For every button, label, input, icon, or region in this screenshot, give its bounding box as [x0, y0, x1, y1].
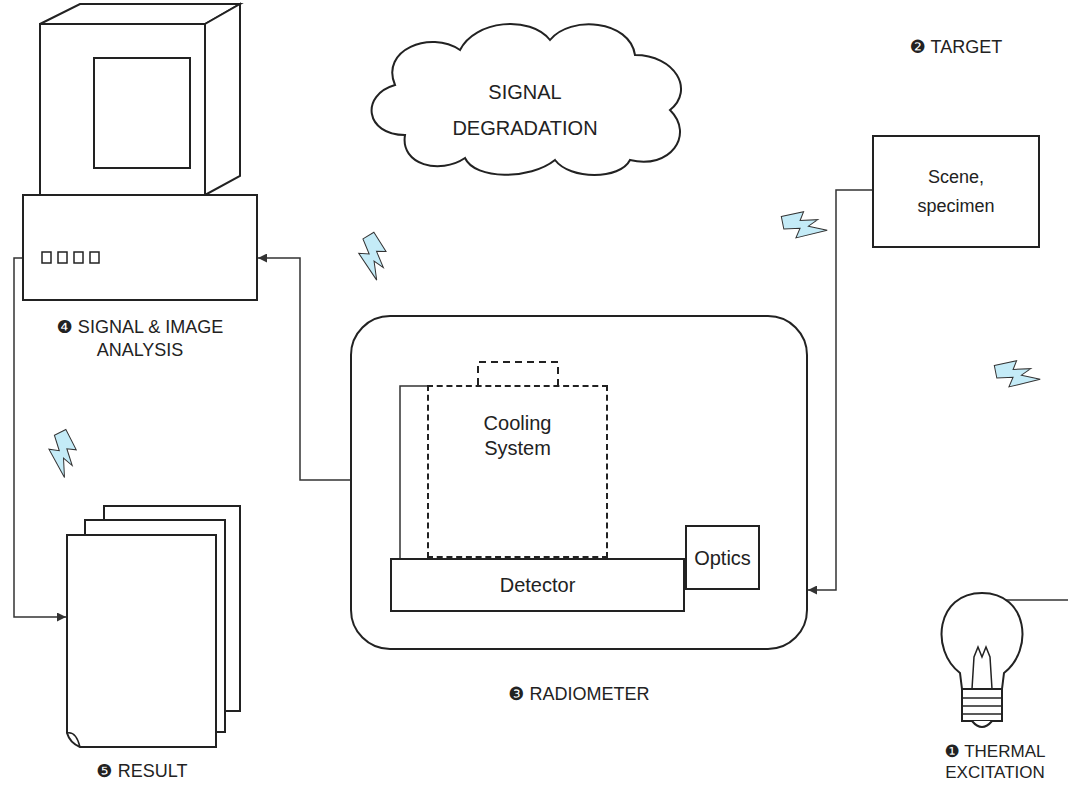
box-label: Scene, specimen: [902, 163, 1010, 221]
lightning-bolt: [351, 230, 393, 281]
section-heading: ❸ RADIOMETER: [350, 683, 808, 705]
computer-base: [23, 195, 257, 300]
box-label: Detector: [500, 573, 576, 597]
bolt-shape: [989, 349, 1041, 399]
lamp-wire: [1006, 599, 1068, 601]
bulb-glass: [942, 593, 1023, 689]
cooling-system-box: Cooling System: [427, 385, 608, 558]
cloud-label: SIGNAL DEGRADATION: [425, 74, 625, 146]
bulb-thread: [962, 705, 1002, 707]
result-svg: [66, 505, 242, 785]
detector-box: Detector: [390, 558, 685, 612]
section-heading: ❺ RESULT: [66, 761, 218, 783]
monitor-front: [40, 24, 205, 195]
result-pages: ❺ RESULT: [66, 505, 242, 785]
lightning-bolt: [40, 426, 85, 478]
arrow-connector: [808, 190, 872, 590]
arrow-connector: [258, 258, 350, 480]
radiometer-frame: [350, 315, 808, 650]
base-button: [58, 252, 67, 263]
bolt-shape: [40, 426, 85, 478]
section-heading: ❹ SIGNAL & IMAGE ANALYSIS: [22, 316, 258, 363]
bolt-shape: [351, 230, 393, 281]
bolt-shape: [776, 200, 828, 250]
computer-svg: [22, 0, 258, 368]
bulb-thread: [962, 713, 1002, 715]
bulb-filament: [972, 647, 992, 689]
target-box: ❷ TARGET Scene, specimen: [872, 30, 1040, 248]
section-heading: ❶ THERMAL EXCITATION: [930, 741, 1060, 784]
optics-box: Optics: [685, 525, 760, 590]
bulb-tip: [972, 721, 992, 727]
box-label: Cooling System: [463, 411, 573, 461]
base-button: [90, 252, 99, 263]
cloud-outline: [372, 24, 681, 175]
lightning-bolt: [989, 349, 1041, 399]
wire-connector: [400, 386, 427, 558]
target-frame: Scene, specimen: [872, 135, 1040, 248]
radiometer-housing: ❸ RADIOMETER Cooling SystemDetector Optics: [350, 315, 808, 715]
thermal-excitation-lamp: ❶ THERMAL EXCITATION: [930, 585, 1060, 785]
lightning-bolt: [776, 200, 828, 250]
bulb-base: [962, 689, 1002, 721]
section-heading: ❷ TARGET: [872, 36, 1040, 58]
bulb-thread: [962, 697, 1002, 699]
monitor-side: [205, 4, 240, 195]
base-button: [74, 252, 83, 263]
cooling-tab: [478, 362, 558, 385]
arrow-connector: [14, 258, 66, 617]
monitor-screen: [94, 58, 190, 168]
box-label: Optics: [694, 546, 751, 570]
page-front: [67, 535, 216, 747]
cooling-tab-svg: [350, 315, 808, 715]
page-curl: [67, 733, 80, 747]
cloud-shape: SIGNAL DEGRADATION: [355, 10, 695, 175]
base-button: [42, 252, 51, 263]
computer-node: ❹ SIGNAL & IMAGE ANALYSIS: [22, 0, 258, 368]
